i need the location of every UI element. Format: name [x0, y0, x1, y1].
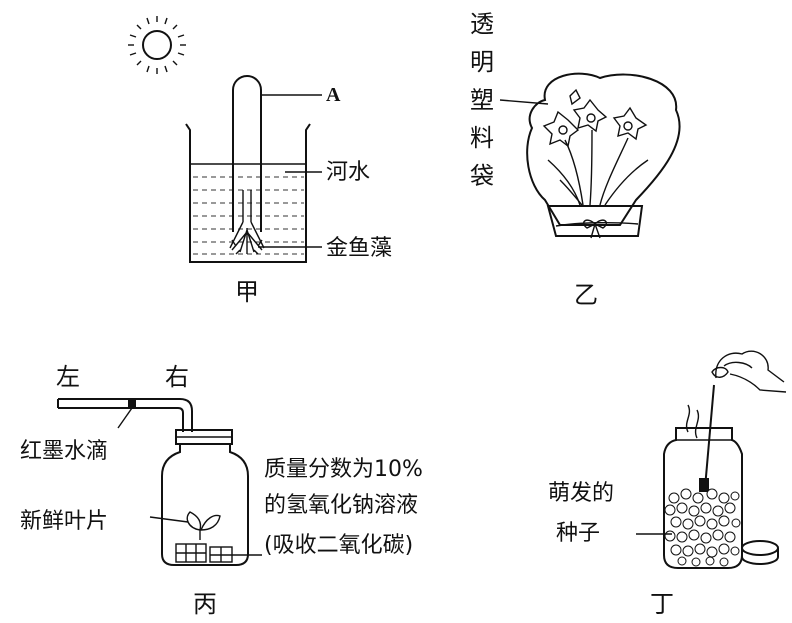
hornwort-plant	[231, 228, 263, 255]
jar-lid	[741, 540, 779, 565]
bag-tie	[555, 219, 639, 239]
germinating-seeds	[664, 488, 741, 567]
beaker	[185, 123, 311, 263]
daffodil-plant	[542, 88, 649, 206]
panel-bing: 左 右 红墨水滴 新鲜叶片 质量分数为10%	[20, 363, 423, 618]
label-solution-line2: 的氢氧化钠溶液	[264, 493, 418, 518]
leader-droplet	[117, 407, 133, 429]
caption-bing: 丙	[193, 590, 217, 618]
naoh-solution	[175, 543, 233, 563]
sun-icon	[128, 16, 186, 74]
smoke	[685, 404, 700, 439]
panel-ding: 萌发的 种子 丁	[548, 350, 787, 618]
glass-tube	[57, 398, 193, 432]
red-ink-droplet	[128, 399, 136, 408]
label-a: A	[326, 84, 341, 106]
bag-label-char: 明	[470, 48, 494, 76]
flower-pot	[546, 205, 644, 237]
bag-label-char: 袋	[470, 162, 494, 190]
label-seeds-line2: 种子	[556, 521, 600, 546]
panel-jia: A 河水 金鱼藻 甲	[128, 16, 392, 306]
burning-splint	[704, 384, 715, 489]
bag-label-char: 透	[470, 10, 494, 38]
jar	[663, 427, 743, 569]
caption-ding: 丁	[650, 590, 674, 618]
fresh-leaf-icon	[186, 511, 221, 540]
label-seeds-line1: 萌发的	[548, 481, 614, 506]
candle	[699, 478, 709, 492]
test-tube	[232, 75, 262, 232]
caption-jia: 甲	[235, 278, 259, 306]
bag-label-char: 料	[470, 124, 494, 152]
funnel	[229, 190, 265, 249]
label-solution-line3: (吸收二氧化碳)	[264, 533, 413, 558]
label-right: 右	[165, 363, 189, 391]
label-left: 左	[56, 363, 80, 391]
hand-icon	[711, 350, 787, 393]
label-droplet: 红墨水滴	[20, 439, 108, 464]
label-solution-line1: 质量分数为10%	[264, 457, 423, 482]
water	[193, 176, 304, 255]
caption-yi: 乙	[574, 281, 598, 309]
leader-leaf	[149, 516, 189, 523]
label-plant: 金鱼藻	[326, 236, 392, 261]
label-leaf: 新鲜叶片	[20, 509, 108, 534]
plastic-bag	[526, 72, 681, 226]
label-water: 河水	[326, 160, 370, 185]
panel-yi: 透 明 塑 料 袋	[470, 10, 681, 309]
bottle	[161, 444, 249, 566]
bag-label-char: 塑	[470, 86, 494, 114]
leader-bag	[499, 99, 549, 105]
